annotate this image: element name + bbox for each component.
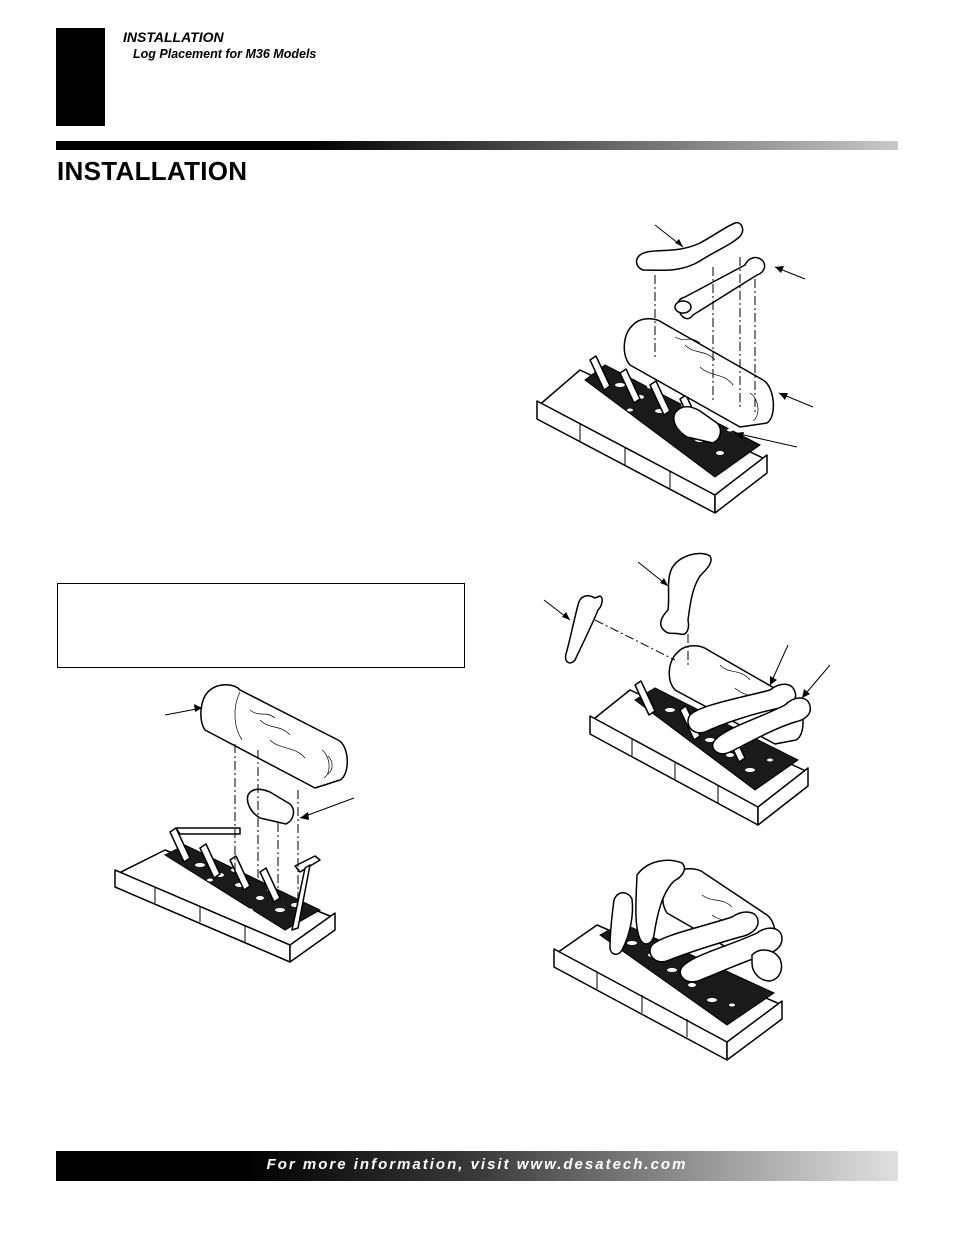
note-box xyxy=(57,583,465,668)
branch-log-upper xyxy=(635,859,686,945)
figure-step-4 xyxy=(553,859,783,1061)
upper-log-left xyxy=(635,221,744,272)
placement-guides xyxy=(594,619,689,668)
front-log xyxy=(673,406,722,444)
branch-log-upper xyxy=(659,552,712,636)
branch-log-placed-2 xyxy=(711,697,812,755)
rear-log xyxy=(623,318,775,428)
rear-log xyxy=(200,684,348,789)
front-log xyxy=(751,949,783,982)
figure-step-1 xyxy=(114,684,355,963)
branch-log-left xyxy=(609,892,634,955)
footer-website-text: For more information, visit www.desatech… xyxy=(266,1156,688,1173)
header-subsection-title: Log Placement for M36 Models xyxy=(133,47,317,61)
front-log xyxy=(246,788,295,825)
callout-arrows xyxy=(164,704,355,820)
upper-log-right xyxy=(674,256,766,320)
branch-log-right-2 xyxy=(679,927,783,983)
branch-log-right-1 xyxy=(649,911,759,963)
branch-log-left xyxy=(564,595,603,664)
placement-guides xyxy=(234,744,299,905)
header-rule xyxy=(56,141,898,150)
placement-guides xyxy=(654,257,756,415)
header-section-title: INSTALLATION xyxy=(123,29,224,45)
chapter-tab-block xyxy=(56,28,105,126)
page-title: INSTALLATION xyxy=(57,156,248,186)
callout-arrows xyxy=(654,224,814,448)
grate-bars xyxy=(169,827,321,931)
figure-step-2 xyxy=(536,221,814,514)
footer-bar: For more information, visit www.desatech… xyxy=(56,1151,898,1181)
callout-arrows xyxy=(543,561,831,699)
figure-step-3 xyxy=(543,552,831,826)
